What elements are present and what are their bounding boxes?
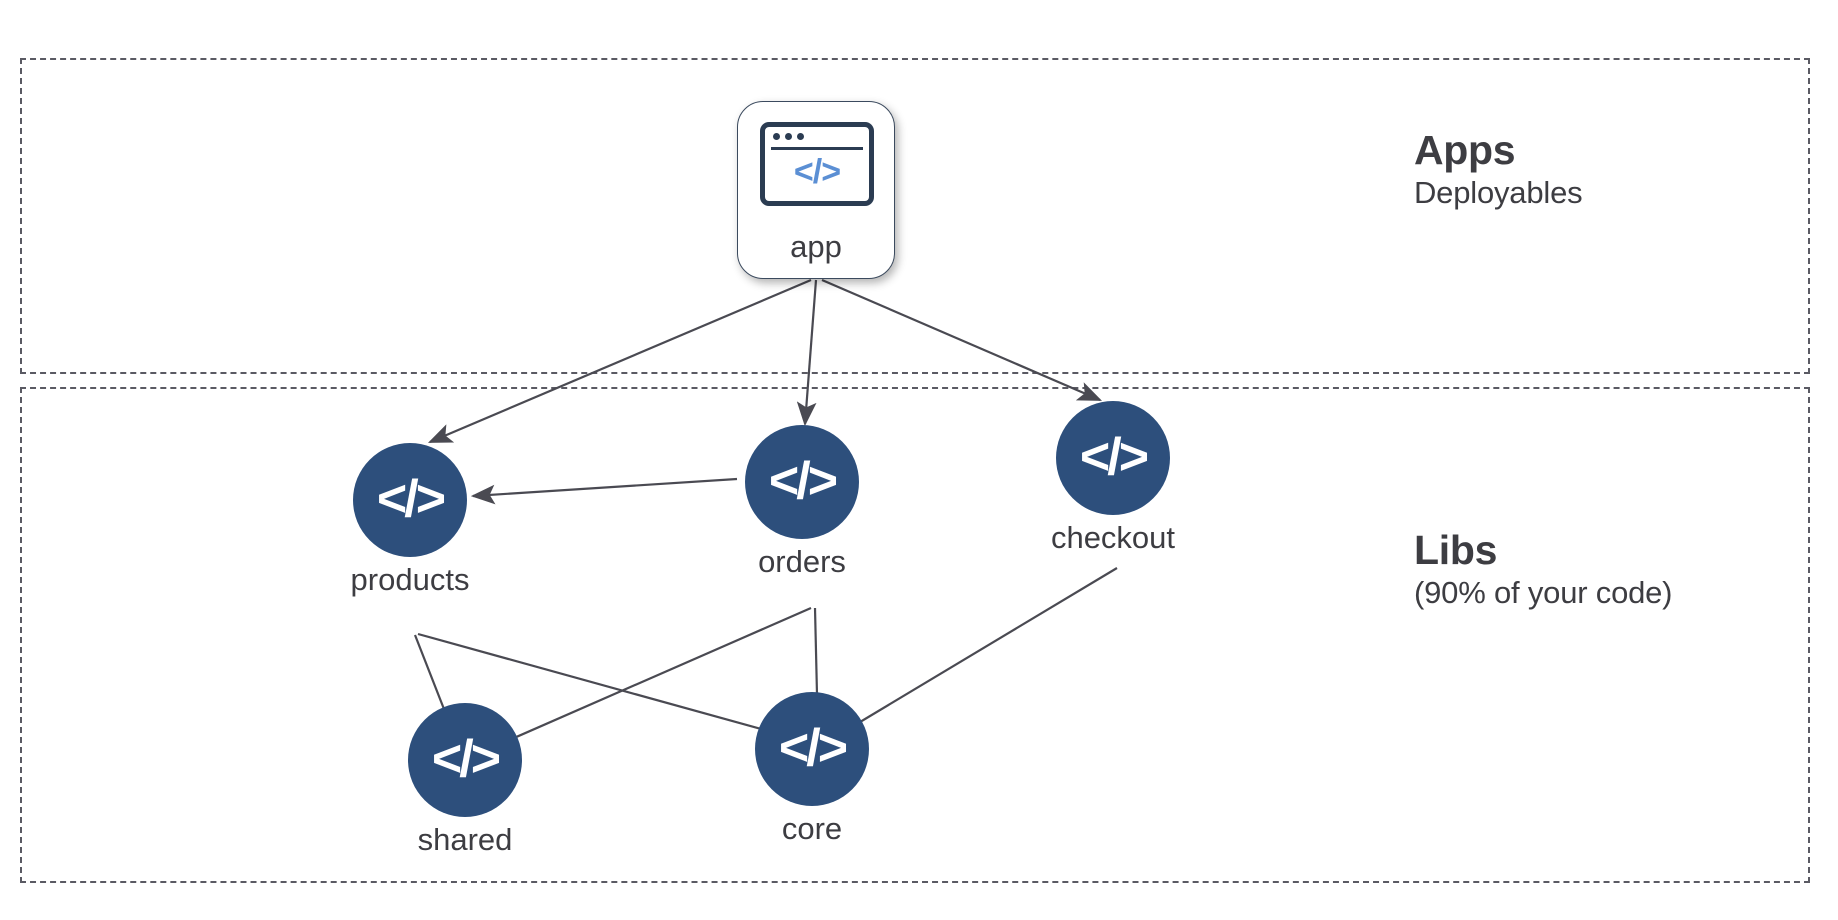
node-app[interactable]: </> app: [737, 101, 895, 279]
browser-dots-icon: [773, 133, 804, 140]
code-icon: </>: [353, 443, 467, 557]
node-core-label: core: [781, 811, 843, 846]
zone-apps-subtitle: Deployables: [1414, 174, 1583, 210]
zone-legend-libs: Libs (90% of your code): [1414, 527, 1673, 611]
zone-libs-title: Libs: [1414, 527, 1498, 573]
code-glyph: </>: [778, 718, 848, 777]
code-icon: </>: [408, 703, 522, 817]
node-shared-label: shared: [417, 822, 513, 857]
zone-apps-title: Apps: [1414, 127, 1516, 173]
zone-libs: [20, 387, 1810, 883]
code-icon: </>: [745, 425, 859, 539]
node-app-label: app: [790, 229, 842, 264]
node-checkout-label: checkout: [1050, 520, 1176, 555]
code-glyph: </>: [793, 153, 841, 191]
code-icon: </>: [1056, 401, 1170, 515]
zone-apps: [20, 58, 1810, 374]
code-icon: </>: [755, 692, 869, 806]
node-orders-label: orders: [758, 544, 846, 579]
code-glyph: </>: [768, 451, 838, 510]
browser-code-icon: </>: [760, 122, 874, 206]
node-products-label: products: [350, 562, 470, 597]
code-glyph: </>: [1079, 427, 1149, 486]
zone-libs-subtitle: (90% of your code): [1414, 574, 1673, 610]
code-glyph: </>: [431, 729, 501, 788]
code-glyph: </>: [376, 469, 446, 528]
browser-divider: [771, 147, 863, 150]
zone-legend-apps: Apps Deployables: [1414, 127, 1583, 211]
